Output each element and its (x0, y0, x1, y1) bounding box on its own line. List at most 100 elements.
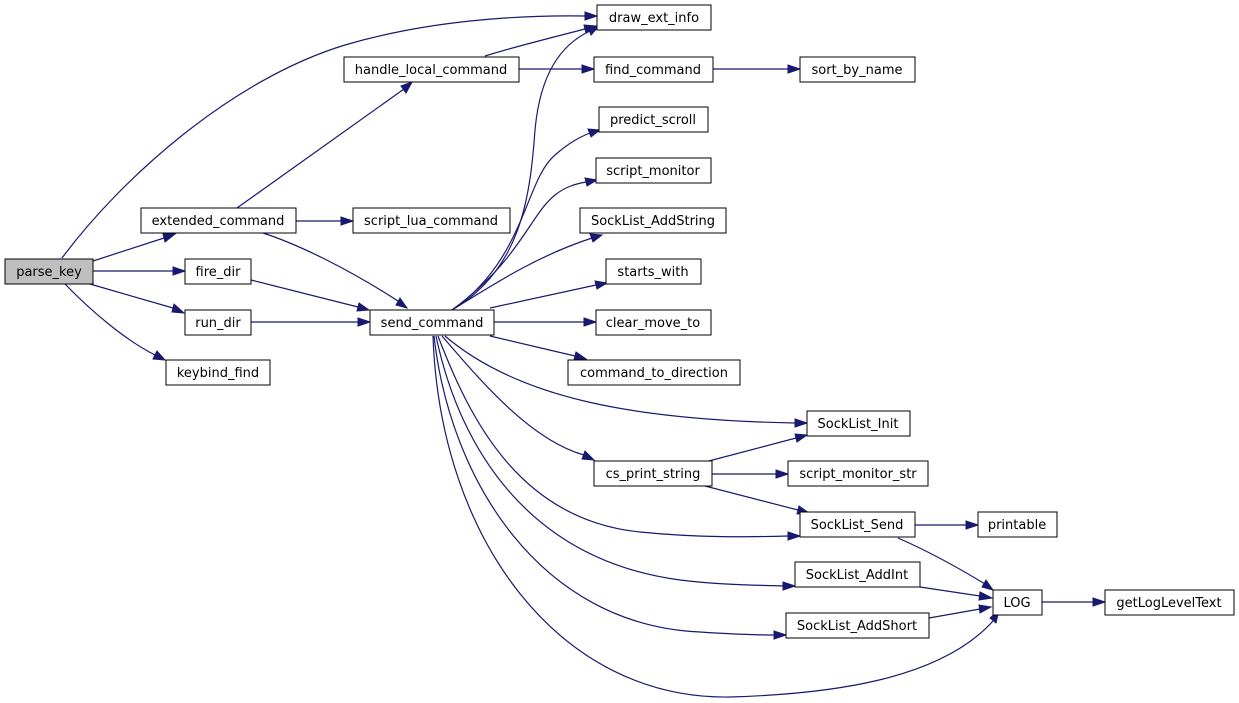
edge-send_command-starts_with (489, 280, 609, 309)
edge-SockList_Send-LOG (897, 537, 995, 591)
clear_move_to-box (595, 309, 712, 336)
sort_by_name-box (799, 56, 916, 83)
node-printable[interactable]: printable (977, 511, 1058, 538)
send_command-label: send_command (381, 316, 484, 331)
function-nodes: parse_key extended_command fire_dir run_… (4, 4, 1235, 639)
edge-send_command-SockList_AddInt (435, 335, 797, 591)
node-extended_command[interactable]: extended_command (140, 207, 297, 234)
node-handle_local_command[interactable]: handle_local_command (343, 56, 520, 83)
LOG-label: LOG (1003, 596, 1030, 611)
handle_local_command-label: handle_local_command (355, 63, 507, 78)
handle_local_command-box (343, 56, 520, 83)
starts_with-box (605, 258, 702, 285)
node-starts_with[interactable]: starts_with (605, 258, 702, 285)
SockList_AddInt-box (794, 561, 921, 588)
node-SockList_AddInt[interactable]: SockList_AddInt (794, 561, 921, 588)
edge-fire_dir-send_command (250, 279, 371, 312)
edge-SockList_AddShort-LOG (928, 604, 993, 619)
edge-send_command-SockList_Init (444, 335, 809, 428)
node-fire_dir[interactable]: fire_dir (184, 258, 252, 285)
sort_by_name-label: sort_by_name (812, 63, 903, 78)
node-SockList_Init[interactable]: SockList_Init (806, 410, 911, 437)
SockList_AddShort-label: SockList_AddShort (797, 619, 917, 634)
edge-handle_local_command-find_command (519, 64, 596, 74)
node-draw_ext_info[interactable]: draw_ext_info (596, 4, 712, 31)
node-LOG[interactable]: LOG (992, 589, 1043, 616)
edge-extended_command-send_command (262, 232, 409, 309)
edge-cs_print_string-SockList_Init (704, 433, 809, 463)
edge-send_command-cs_print_string (441, 335, 596, 461)
cs_print_string-box (593, 460, 713, 487)
node-keybind_find[interactable]: keybind_find (165, 359, 271, 386)
run_dir-label: run_dir (195, 316, 241, 331)
node-parse_key[interactable]: parse_key (4, 258, 94, 285)
SockList_AddShort-box (785, 612, 930, 639)
clear_move_to-label: clear_move_to (606, 316, 700, 331)
SockList_Send-label: SockList_Send (811, 518, 904, 533)
node-script_monitor[interactable]: script_monitor (595, 157, 712, 184)
node-getLogLevelText[interactable]: getLogLevelText (1104, 589, 1235, 616)
node-SockList_AddShort[interactable]: SockList_AddShort (785, 612, 930, 639)
SockList_Init-box (806, 410, 911, 437)
node-find_command[interactable]: find_command (593, 56, 714, 83)
edge-send_command-clear_move_to (494, 317, 598, 327)
fire_dir-box (184, 258, 252, 285)
command_to_direction-label: command_to_direction (580, 366, 728, 381)
find_command-box (593, 56, 714, 83)
node-command_to_direction[interactable]: command_to_direction (567, 359, 741, 386)
draw_ext_info-label: draw_ext_info (609, 11, 699, 26)
find_command-label: find_command (605, 63, 701, 78)
draw_ext_info-box (596, 4, 712, 31)
script_lua_command-label: script_lua_command (364, 214, 498, 229)
edge-handle_local_command-draw_ext_info (484, 24, 598, 57)
node-script_monitor_str[interactable]: script_monitor_str (787, 460, 929, 487)
node-SockList_AddString[interactable]: SockList_AddString (579, 207, 727, 234)
edge-send_command-command_to_direction (489, 335, 588, 361)
edge-parse_key-keybind_find (64, 283, 167, 361)
node-send_command[interactable]: send_command (369, 309, 495, 336)
getLogLevelText-box (1104, 589, 1235, 616)
parse_key-box (4, 258, 94, 285)
edge-cs_print_string-SockList_Send (704, 485, 811, 515)
cs_print_string-label: cs_print_string (606, 467, 701, 482)
SockList_AddString-box (579, 207, 727, 234)
edge-find_command-sort_by_name (713, 64, 802, 74)
node-clear_move_to[interactable]: clear_move_to (595, 309, 712, 336)
SockList_AddString-label: SockList_AddString (591, 214, 715, 229)
extended_command-label: extended_command (152, 214, 285, 229)
edge-send_command-predict_scroll (451, 128, 602, 311)
node-sort_by_name[interactable]: sort_by_name (799, 56, 916, 83)
edge-send_command-SockList_Send (437, 335, 802, 541)
edge-send_command-script_monitor (451, 177, 599, 311)
LOG-box (992, 589, 1043, 616)
edge-SockList_AddInt-LOG (919, 586, 994, 601)
parse_key-label: parse_key (16, 265, 82, 280)
edge-LOG-getLogLevelText (1042, 597, 1107, 607)
starts_with-label: starts_with (617, 265, 688, 280)
edge-send_command-SockList_AddShort (433, 335, 788, 640)
script_monitor-box (595, 157, 712, 184)
SockList_AddInt-label: SockList_AddInt (806, 568, 908, 583)
SockList_Init-label: SockList_Init (818, 417, 899, 432)
printable-label: printable (988, 518, 1046, 533)
fire_dir-label: fire_dir (196, 265, 242, 280)
edge-cs_print_string-script_monitor_str (712, 469, 790, 479)
edge-SockList_Send-printable (915, 520, 980, 530)
command_to_direction-box (567, 359, 741, 386)
script_monitor_str-label: script_monitor_str (799, 467, 917, 482)
node-run_dir[interactable]: run_dir (184, 309, 252, 336)
run_dir-box (184, 309, 252, 336)
node-predict_scroll[interactable]: predict_scroll (598, 106, 709, 133)
script_lua_command-box (352, 207, 511, 234)
node-cs_print_string[interactable]: cs_print_string (593, 460, 713, 487)
edge-parse_key-extended_command (89, 233, 177, 263)
script_monitor_str-box (787, 460, 929, 487)
node-script_lua_command[interactable]: script_lua_command (352, 207, 511, 234)
edge-parse_key-draw_ext_info (61, 11, 599, 259)
keybind_find-label: keybind_find (177, 366, 259, 381)
edge-parse_key-run_dir (89, 283, 186, 314)
node-SockList_Send[interactable]: SockList_Send (799, 511, 916, 538)
call-edges (61, 11, 1107, 698)
edge-send_command-SockList_AddString (451, 233, 604, 311)
